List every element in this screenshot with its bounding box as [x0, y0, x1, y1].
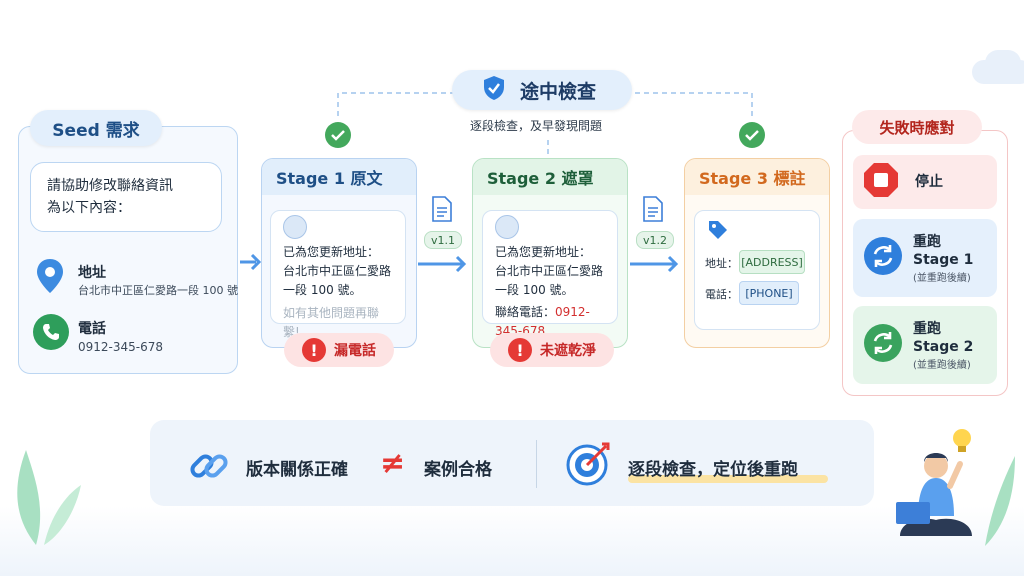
message-line: 一段 100 號。 — [495, 283, 574, 297]
phone-tag: [PHONE] — [739, 281, 799, 305]
cloud-decoration — [985, 50, 1021, 76]
rerun-note: (並重跑後續) — [913, 359, 971, 371]
message-line: 如有其他問題再聯繫! — [283, 306, 380, 339]
summary-middle-text: 案例合格 — [424, 460, 492, 480]
not-equal-sign: ≠ — [380, 446, 406, 481]
shield-check-icon — [482, 75, 506, 105]
link-icon — [188, 446, 230, 490]
phone-prefix: 聯絡電話： — [495, 305, 556, 319]
request-line: 請協助修改聯絡資訊 — [47, 178, 173, 194]
address-value: 台北市中正區仁愛路一段 100 號 — [78, 284, 238, 297]
phone-value: 0912-345-678 — [78, 340, 164, 354]
divider — [536, 440, 537, 488]
document-icon — [643, 196, 663, 226]
stop-label: 停止 — [915, 174, 943, 190]
rerun-stage-2-option: 重跑 Stage 2 (並重跑後續) — [853, 306, 997, 384]
address-tag: [ADDRESS] — [739, 250, 805, 274]
message-line: 已為您更新地址： — [283, 245, 380, 259]
request-bubble: 請協助修改聯絡資訊 為以下內容： — [30, 162, 222, 232]
stage-1-warning: ! 漏電話 — [284, 333, 394, 367]
checkpoint-subtitle: 逐段檢查，及早發現問題 — [470, 119, 603, 133]
summary-left-text: 版本關係正確 — [246, 460, 348, 480]
rerun-stage-2-text: 重跑 Stage 2 (並重跑後續) — [913, 320, 973, 371]
stage-1-title: Stage 1 原文 — [262, 159, 416, 195]
check-circle-icon — [325, 122, 351, 148]
check-circle-icon — [739, 122, 765, 148]
rerun-stage: Stage 1 — [913, 251, 974, 268]
avatar-icon — [283, 215, 307, 239]
version-pill: v1.1 — [424, 231, 462, 249]
version-pill: v1.2 — [636, 231, 674, 249]
summary-bar — [150, 420, 874, 506]
message-line: 已為您更新地址： — [495, 245, 592, 259]
rerun-label: 重跑 — [913, 320, 941, 337]
stage-3-phone-label: 電話： — [705, 288, 738, 301]
failure-title: 失敗時應對 — [852, 110, 982, 144]
stage-3-address-label: 地址： — [705, 257, 738, 270]
warning-text: 漏電話 — [334, 343, 376, 359]
request-line: 為以下內容： — [47, 200, 131, 216]
summary-right-text: 逐段檢查，定位後重跑 — [628, 460, 798, 480]
stage-2-title: Stage 2 遮罩 — [473, 159, 627, 195]
plant-decoration — [6, 440, 86, 554]
avatar-icon — [495, 215, 519, 239]
document-icon — [432, 196, 452, 226]
background-ground — [0, 506, 1024, 576]
message-line: 一段 100 號。 — [283, 283, 362, 297]
seed-title: Seed 需求 — [30, 110, 162, 146]
exclamation-icon: ! — [302, 338, 326, 362]
message-line: 台北市中正區仁愛路 — [283, 264, 392, 278]
stop-icon — [863, 162, 899, 202]
warning-text: 未遮乾淨 — [540, 343, 596, 359]
rerun-stage-1-option: 重跑 Stage 1 (並重跑後續) — [853, 219, 997, 297]
refresh-icon — [863, 236, 903, 280]
target-icon — [566, 440, 612, 490]
rerun-stage-1-text: 重跑 Stage 1 (並重跑後續) — [913, 233, 973, 284]
checkpoint-title: 途中檢查 — [520, 80, 597, 103]
stop-option: 停止 — [853, 155, 997, 209]
stage-1-message: 已為您更新地址： 台北市中正區仁愛路 一段 100 號。 如有其他問題再聯繫! — [270, 210, 406, 339]
address-label: 地址 — [78, 265, 106, 281]
message-line: 台北市中正區仁愛路 — [495, 264, 604, 278]
highlight-underline — [628, 475, 828, 483]
phone-icon — [33, 314, 69, 350]
phone-label: 電話 — [78, 321, 106, 337]
checkpoint-badge: 途中檢查 — [452, 70, 632, 110]
person-illustration — [890, 416, 1020, 555]
location-pin-icon — [32, 258, 68, 294]
exclamation-icon: ! — [508, 338, 532, 362]
stage-3-title: Stage 3 標註 — [685, 159, 829, 195]
stage-2-warning: ! 未遮乾淨 — [490, 333, 614, 367]
tag-icon — [707, 219, 809, 247]
refresh-icon — [863, 323, 903, 367]
rerun-label: 重跑 — [913, 233, 941, 250]
rerun-note: (並重跑後續) — [913, 272, 971, 284]
rerun-stage: Stage 2 — [913, 338, 974, 355]
stage-2-message: 已為您更新地址： 台北市中正區仁愛路 一段 100 號。 聯絡電話：0912-3… — [482, 210, 618, 338]
